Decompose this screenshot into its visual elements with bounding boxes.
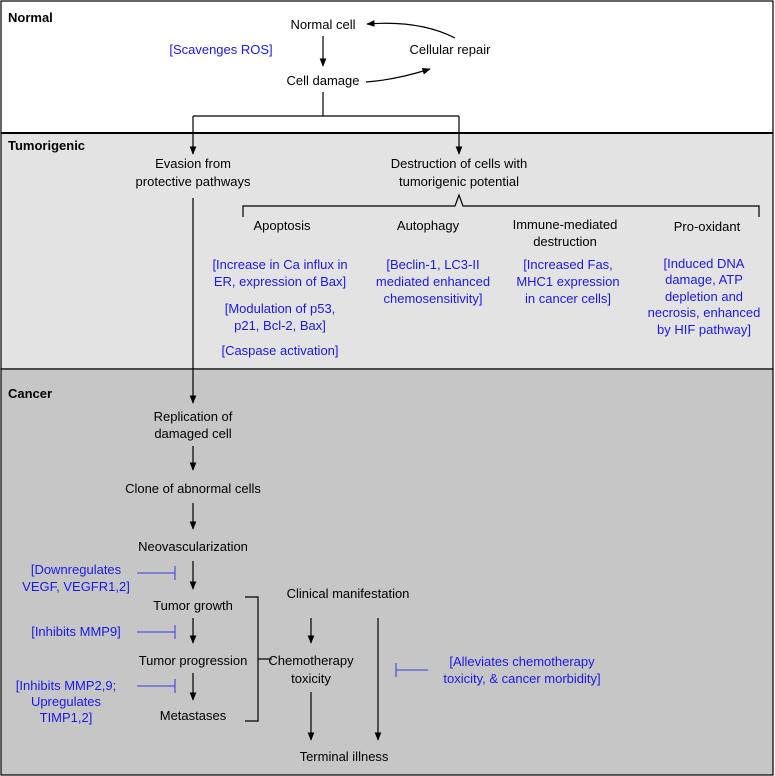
immune-label-line1: Immune-mediated — [513, 217, 618, 232]
prooxidant-note-line1: [Induced DNA — [664, 256, 745, 271]
apoptosis-note-1-line1: [Increase in Ca influx in — [212, 257, 347, 272]
apoptosis-note-3: [Caspase activation] — [221, 343, 338, 358]
apoptosis-note-2-line1: [Modulation of p53, — [225, 301, 336, 316]
section-heading-tumorigenic: Tumorigenic — [8, 138, 85, 153]
scavenges-ros-note: [Scavenges ROS] — [169, 42, 272, 57]
apoptosis-label: Apoptosis — [253, 218, 311, 233]
tumor-progression-label: Tumor progression — [139, 653, 248, 668]
cell-damage-label: Cell damage — [287, 73, 360, 88]
prooxidant-note-line5: by HIF pathway] — [657, 322, 751, 337]
normal-section-panel — [0, 0, 774, 134]
terminal-illness-label: Terminal illness — [300, 749, 389, 764]
arrow-repair-to-normal — [366, 20, 456, 39]
tumor-growth-label: Tumor growth — [153, 598, 233, 613]
destruction-label-line2: tumorigenic potential — [399, 174, 519, 189]
clinical-manifestation-label: Clinical manifestation — [287, 586, 410, 601]
tumorigenic-section-panel — [0, 132, 774, 370]
mmp29-note-line3: TIMP1,2] — [40, 710, 93, 725]
alleviates-note-line2: toxicity, & cancer morbidity] — [443, 671, 600, 686]
autophagy-note-line3: chemosensitivity] — [384, 291, 483, 306]
cellular-repair-label: Cellular repair — [410, 42, 492, 57]
metastases-label: Metastases — [160, 708, 227, 723]
immune-label-line2: destruction — [533, 234, 597, 249]
chemotherapy-toxicity-line2: toxicity — [291, 671, 331, 686]
mmp9-note: [Inhibits MMP9] — [31, 624, 121, 639]
neovascularization-label: Neovascularization — [138, 539, 248, 554]
cancer-section-panel — [0, 368, 774, 776]
mmp29-note-line2: Upregulates — [31, 694, 102, 709]
immune-note-line1: [Increased Fas, — [523, 257, 613, 272]
alleviates-note-line1: [Alleviates chemotherapy — [449, 654, 595, 669]
evasion-label-line1: Evasion from — [155, 156, 231, 171]
arrow-damage-to-repair — [365, 68, 431, 83]
autophagy-note-line2: mediated enhanced — [376, 274, 490, 289]
chemotherapy-toxicity-line1: Chemotherapy — [268, 653, 354, 668]
clone-label: Clone of abnormal cells — [125, 481, 261, 496]
autophagy-note-line1: [Beclin-1, LC3-II — [386, 257, 479, 272]
prooxidant-note-line4: necrosis, enhanced — [648, 305, 761, 320]
destruction-label-line1: Destruction of cells with — [391, 156, 528, 171]
replication-label-line1: Replication of — [154, 409, 233, 424]
mmp29-note-line1: [Inhibits MMP2,9; — [16, 678, 116, 693]
prooxidant-note-line2: damage, ATP — [665, 272, 743, 287]
section-heading-normal: Normal — [8, 10, 53, 25]
vegf-note-line1: [Downregulates — [31, 562, 122, 577]
immune-note-line2: MHC1 expression — [516, 274, 619, 289]
mechanism-brace — [242, 193, 760, 217]
vegf-note-line2: VEGF, VEGFR1,2] — [22, 579, 130, 594]
apoptosis-note-1-line2: ER, expression of Bax] — [214, 274, 346, 289]
autophagy-label: Autophagy — [397, 218, 460, 233]
section-heading-cancer: Cancer — [8, 386, 52, 401]
replication-label-line2: damaged cell — [154, 426, 231, 441]
prooxidant-label: Pro-oxidant — [674, 219, 741, 234]
evasion-label-line2: protective pathways — [136, 174, 251, 189]
apoptosis-note-2-line2: p21, Bcl-2, Bax] — [234, 318, 326, 333]
normal-cell-label: Normal cell — [290, 17, 355, 32]
prooxidant-note-line3: depletion and — [665, 289, 743, 304]
immune-note-line3: in cancer cells] — [525, 291, 611, 306]
